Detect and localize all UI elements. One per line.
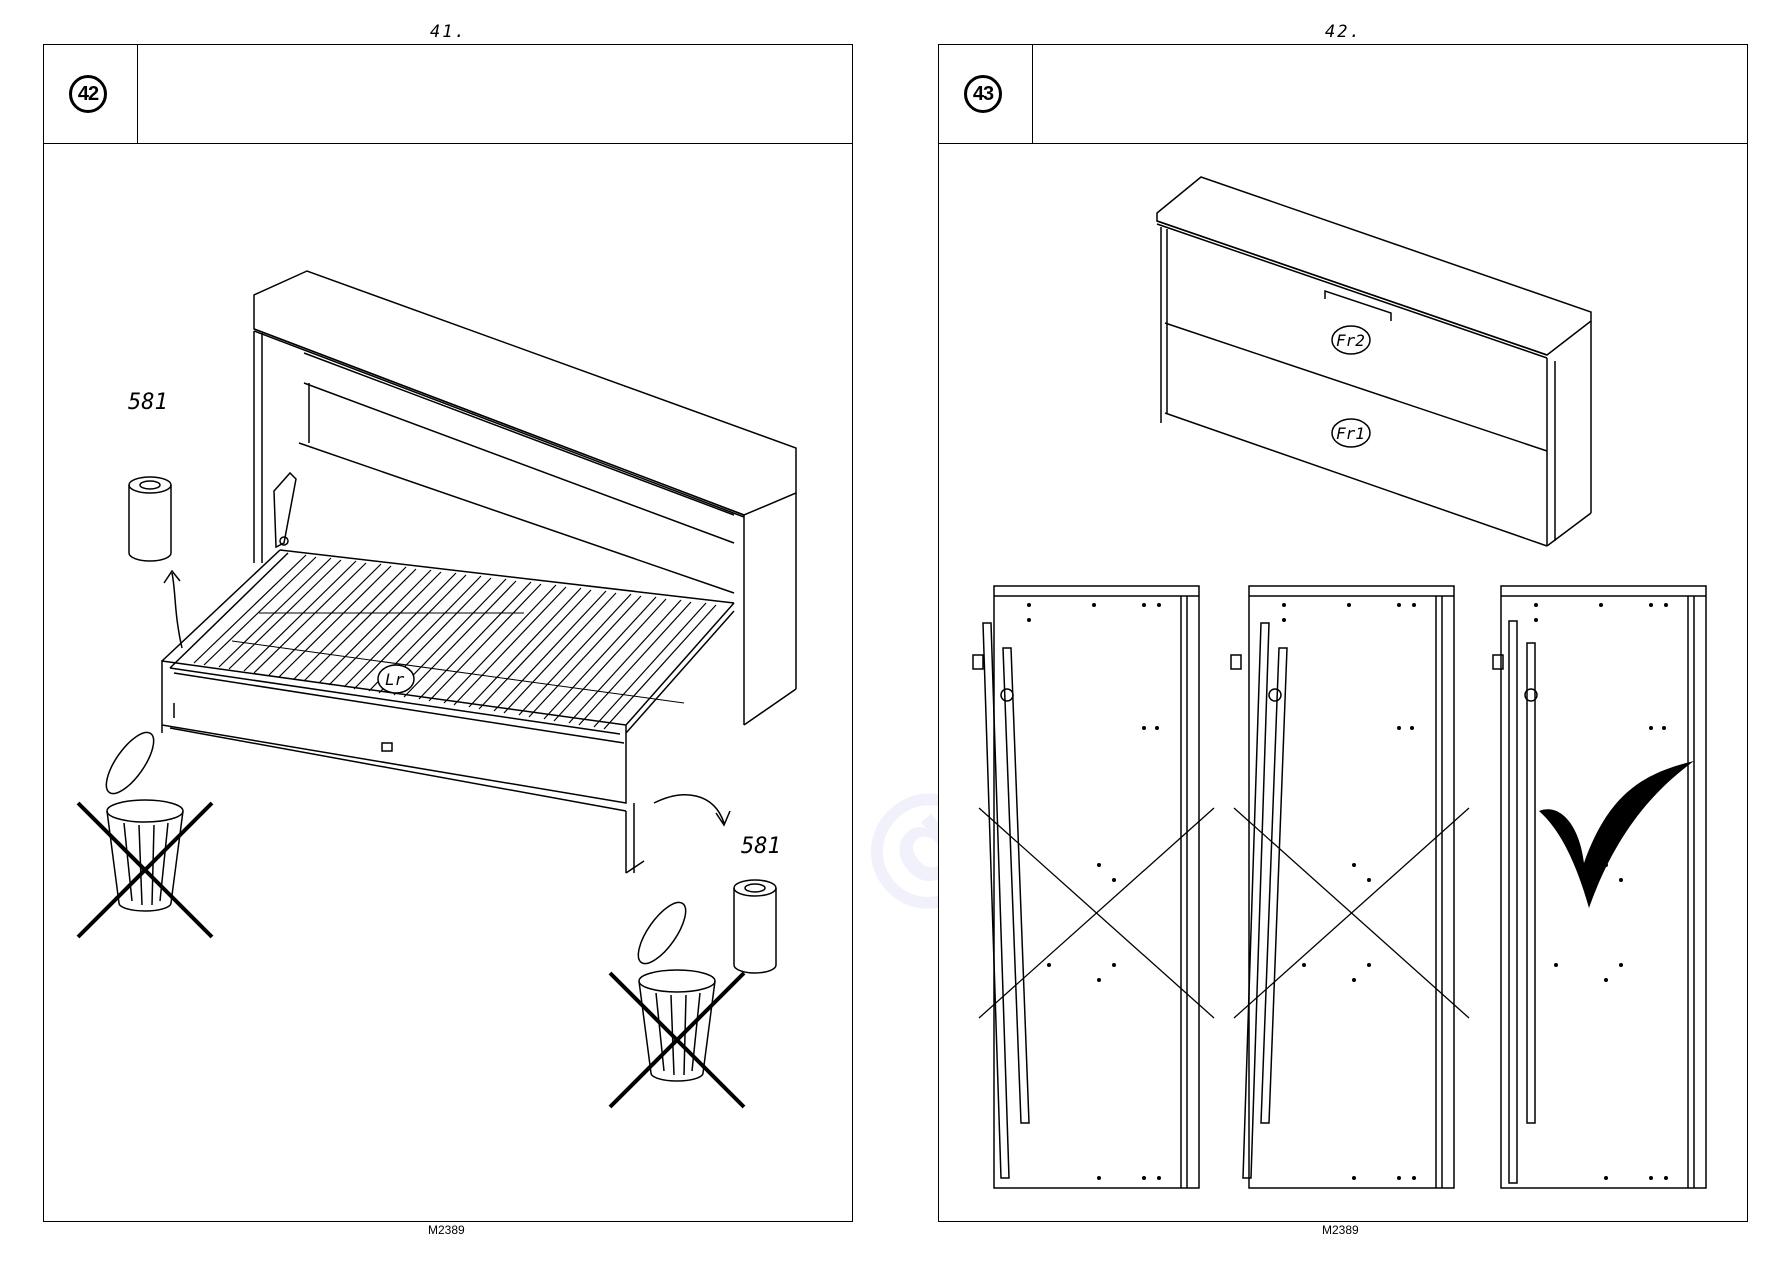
footer-code-left: M2389 [428, 1223, 465, 1237]
footer-code-right: M2389 [1322, 1223, 1359, 1237]
closed-cabinet [1157, 177, 1591, 546]
page-number-left: 41. [430, 22, 467, 42]
side-panel-correct [1493, 586, 1706, 1188]
part-number-right: 581 [741, 834, 781, 859]
bed-assembly-figure: Lr 581 581 [44, 143, 854, 1221]
bed-part-label: Lr [385, 670, 405, 689]
bed-frame [162, 473, 734, 873]
part-number-left: 581 [128, 390, 168, 415]
step-header: 43 [939, 45, 1747, 144]
step-number-badge: 42 [69, 75, 107, 113]
front-label-top: Fr2 [1336, 331, 1365, 350]
arrow-icon [164, 571, 182, 648]
step-number-box: 42 [44, 45, 138, 143]
arrow-icon [654, 795, 730, 825]
spacer-cylinder-right [734, 880, 776, 973]
wall-bed-cabinet [254, 271, 796, 725]
step-number-badge: 43 [964, 75, 1002, 113]
page-number-right: 42. [1325, 22, 1362, 42]
fronts-alignment-figure: Fr2 Fr1 [939, 143, 1749, 1221]
check-mark-icon [1539, 761, 1694, 908]
trash-bin-crossed-icon [610, 895, 744, 1107]
front-label-bottom: Fr1 [1336, 424, 1365, 443]
step-panel-left: 42 [43, 44, 853, 1222]
side-panel-wrong-2 [1231, 586, 1469, 1188]
step-number-box: 43 [939, 45, 1033, 143]
step-header: 42 [44, 45, 852, 144]
step-panel-right: 43 Fr2 Fr1 [938, 44, 1748, 1222]
trash-bin-crossed-icon [78, 725, 212, 937]
side-panel-wrong-1 [973, 586, 1214, 1188]
spacer-cylinder-left [129, 477, 171, 561]
